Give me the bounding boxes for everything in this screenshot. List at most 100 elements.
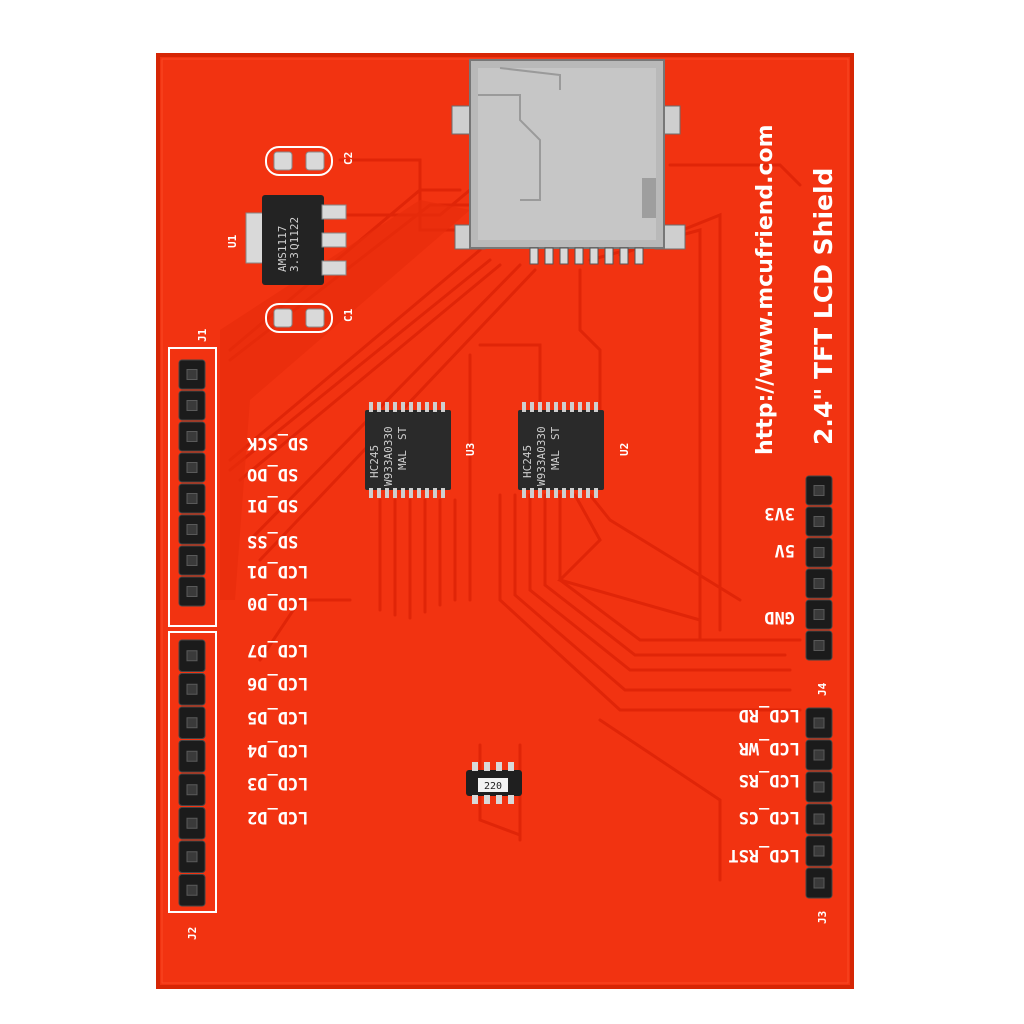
pin-tip xyxy=(186,817,198,829)
pin-tip xyxy=(813,578,825,589)
u1-label: U1 xyxy=(226,234,239,248)
pin-tip xyxy=(186,555,198,566)
pin-tip xyxy=(186,369,198,380)
pin-tip xyxy=(813,640,825,651)
pin-tip xyxy=(186,650,198,662)
label-sd-do: SD_DO xyxy=(247,464,298,484)
chip-leg xyxy=(586,488,590,498)
chip-leg xyxy=(522,402,526,412)
regulator-marking-2: 3.3 xyxy=(288,252,301,272)
label-sd-sck: SD_SCK xyxy=(246,433,308,453)
chip-leg xyxy=(433,402,437,412)
chip-leg xyxy=(546,402,550,412)
chip-leg xyxy=(385,402,389,412)
chip-leg xyxy=(369,488,373,498)
u3-marking-1: HC245 xyxy=(368,445,381,478)
chip-leg xyxy=(578,402,582,412)
chip-leg xyxy=(530,402,534,412)
header-j3 xyxy=(805,707,833,899)
pin-tip xyxy=(186,431,198,442)
pin-tip xyxy=(186,493,198,504)
label-lcd-d3: LCD_D3 xyxy=(247,773,308,793)
pin-tip xyxy=(186,750,198,762)
chip-leg xyxy=(570,488,574,498)
resistor-marking: 220 xyxy=(484,781,502,792)
chip-leg xyxy=(522,488,526,498)
chip-leg xyxy=(538,402,542,412)
chip-leg xyxy=(433,488,437,498)
label-lcd-d1: LCD_D1 xyxy=(247,561,308,581)
chip-leg xyxy=(417,402,421,412)
chip-leg xyxy=(409,402,413,412)
u2-label: U2 xyxy=(618,443,631,456)
header-j1 xyxy=(178,359,206,607)
capacitor-c1 xyxy=(265,303,333,333)
u2-marking-2: W933A0330 xyxy=(535,426,548,486)
pin-tip xyxy=(813,609,825,620)
chip-leg xyxy=(554,488,558,498)
j1-ref: J1 xyxy=(196,328,209,342)
label-lcd-rs: LCD_RS xyxy=(739,770,800,790)
chip-leg xyxy=(538,488,542,498)
j3-ref: J3 xyxy=(816,911,829,924)
c1-label: C1 xyxy=(342,308,355,322)
resistor-array: 220 xyxy=(466,762,522,804)
j3-labels: LCD_RD LCD_WR LCD_RS LCD_CS LCD_RST xyxy=(728,705,800,865)
pin-tip xyxy=(813,516,825,527)
chip-leg xyxy=(594,488,598,498)
pin-headers xyxy=(178,359,833,907)
u2-marking-1: HC245 xyxy=(521,445,534,478)
chip-leg xyxy=(377,402,381,412)
pin-tip xyxy=(813,749,825,761)
chip-leg xyxy=(441,402,445,412)
pin-tip xyxy=(186,462,198,473)
pin-tip xyxy=(186,586,198,597)
board-title: 2.4" TFT LCD Shield xyxy=(809,168,838,445)
chip-leg xyxy=(417,488,421,498)
j4-ref: J4 xyxy=(816,682,829,696)
chip-leg xyxy=(562,488,566,498)
c2-label: C2 xyxy=(342,152,355,165)
label-lcd-d2: LCD_D2 xyxy=(247,807,308,827)
label-lcd-cs: LCD_CS xyxy=(739,807,800,827)
copper-pour xyxy=(220,200,470,600)
label-lcd-rd: LCD_RD xyxy=(739,705,800,725)
pin-tip xyxy=(186,884,198,896)
label-sd-ss: SD_SS xyxy=(247,531,298,551)
pin-tip xyxy=(813,485,825,496)
chip-leg xyxy=(401,402,405,412)
j2-ref: J2 xyxy=(186,927,199,940)
chip-leg xyxy=(586,402,590,412)
chip-leg xyxy=(594,402,598,412)
regulator-marking-3: Q1122 xyxy=(288,217,301,250)
u2-marking-4: MAL xyxy=(549,450,562,470)
chip-leg xyxy=(530,488,534,498)
j1-labels: SD_SCK SD_DO SD_DI SD_SS LCD_D1 LCD_D0 xyxy=(246,433,308,613)
chip-leg xyxy=(401,488,405,498)
pin-tip xyxy=(813,717,825,729)
board-url: http://www.mcufriend.com xyxy=(753,124,778,455)
label-gnd: GND xyxy=(764,607,795,627)
pin-tip xyxy=(186,851,198,863)
copper-traces xyxy=(228,158,802,882)
pin-tip xyxy=(186,717,198,729)
pin-tip xyxy=(813,813,825,825)
chip-leg xyxy=(562,402,566,412)
u3-label: U3 xyxy=(464,443,477,456)
pin-tip xyxy=(813,547,825,558)
u2-marking-3: ST xyxy=(549,426,562,440)
pin-tip xyxy=(813,845,825,857)
chip-leg xyxy=(393,402,397,412)
chip-leg xyxy=(546,488,550,498)
pin-tip xyxy=(186,784,198,796)
chip-leg xyxy=(554,402,558,412)
chip-leg xyxy=(578,488,582,498)
u3-marking-4: MAL xyxy=(396,450,409,470)
voltage-regulator: AMS1117 3.3 Q1122 xyxy=(245,195,347,285)
chip-leg xyxy=(425,402,429,412)
j4-labels: 3V3 5V GND xyxy=(764,503,795,627)
chip-leg xyxy=(425,488,429,498)
chip-leg xyxy=(385,488,389,498)
header-j4 xyxy=(805,475,833,661)
chip-leg xyxy=(409,488,413,498)
